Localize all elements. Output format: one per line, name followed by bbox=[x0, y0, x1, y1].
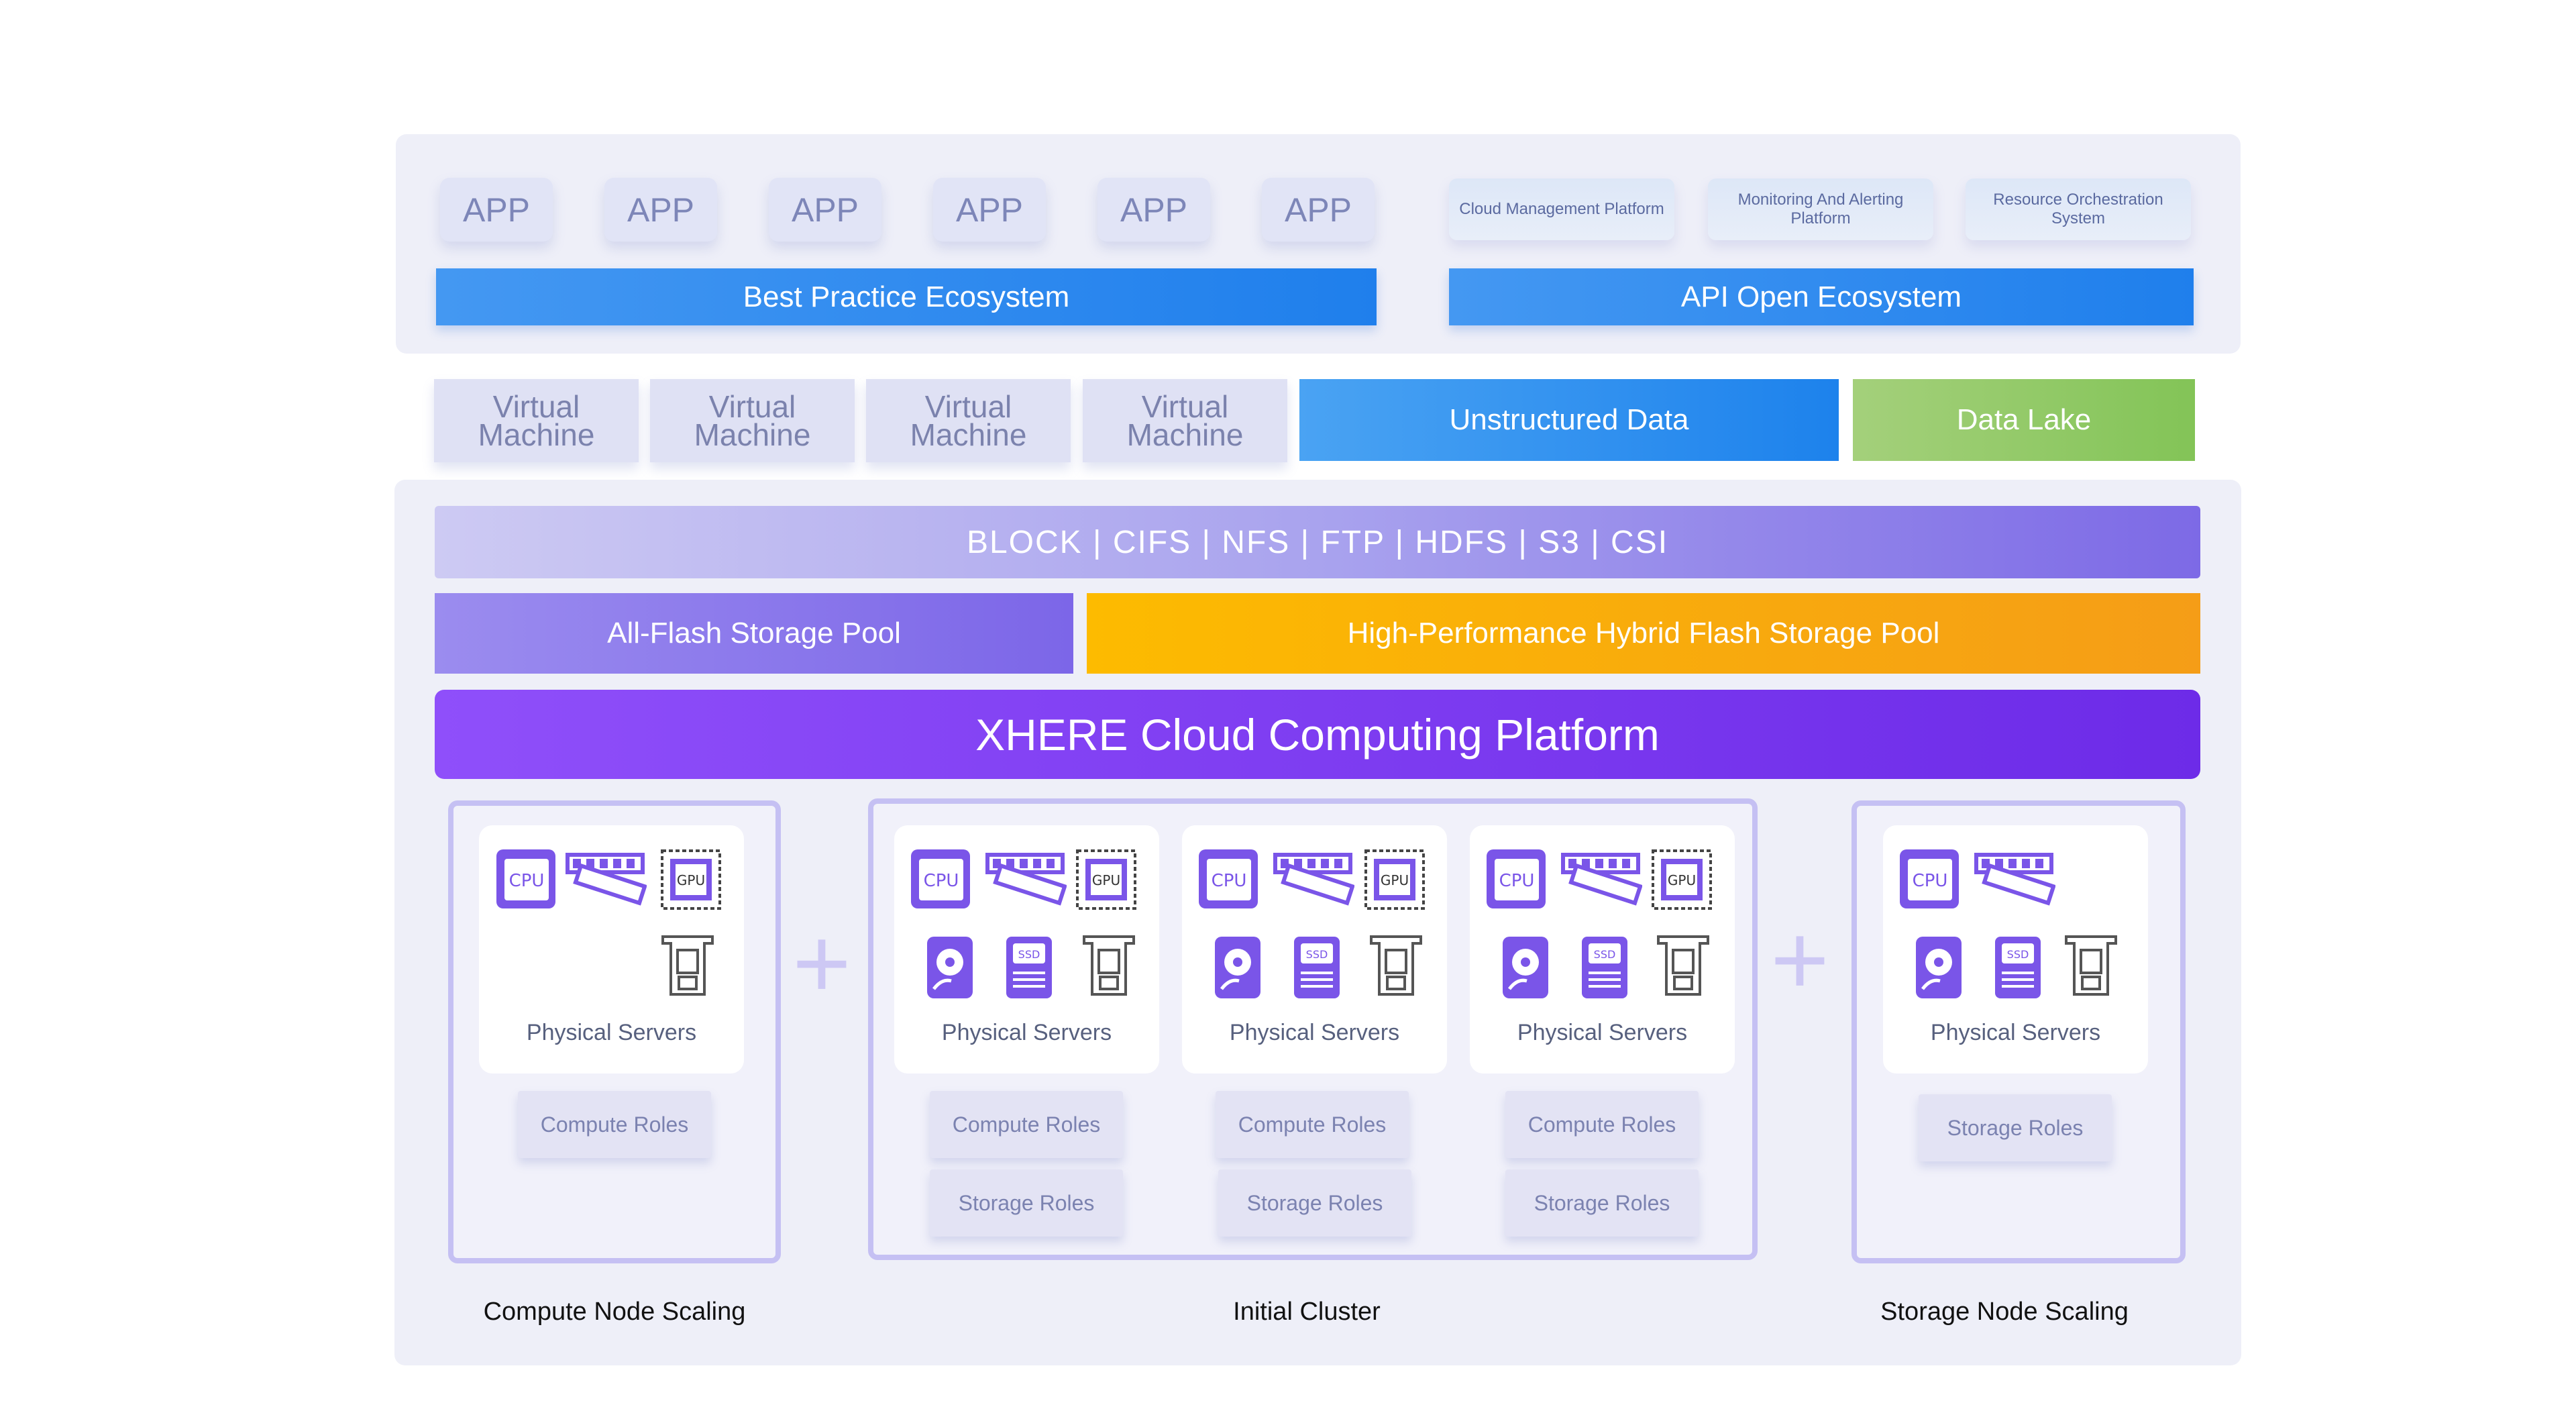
ram-icon bbox=[1561, 853, 1642, 906]
network-card-icon bbox=[661, 935, 714, 996]
network-card-icon bbox=[1657, 935, 1709, 996]
api-open-ecosystem-bar: API Open Ecosystem bbox=[1449, 268, 2194, 325]
compute-roles-box: Compute Roles bbox=[1505, 1091, 1699, 1158]
ram-icon bbox=[566, 853, 647, 906]
app-box-4: APP bbox=[933, 178, 1046, 242]
storage-roles-box: Storage Roles bbox=[1505, 1169, 1699, 1237]
best-practice-ecosystem-bar: Best Practice Ecosystem bbox=[436, 268, 1377, 325]
storage-node-scaling-caption: Storage Node Scaling bbox=[1880, 1298, 2129, 1326]
data-lake-box: Data Lake bbox=[1853, 379, 2195, 461]
svg-text:CPU: CPU bbox=[509, 871, 545, 891]
gpu-icon: GPU bbox=[1364, 849, 1425, 910]
ssd-icon: SSD bbox=[1582, 937, 1627, 998]
hdd-icon bbox=[927, 937, 973, 998]
app-box-6: APP bbox=[1262, 178, 1375, 242]
ram-icon bbox=[985, 853, 1067, 906]
svg-text:CPU: CPU bbox=[1913, 871, 1948, 891]
cpu-icon: CPU bbox=[496, 849, 555, 908]
app-box-1: APP bbox=[440, 178, 553, 242]
server-label: Physical Servers bbox=[1930, 1020, 2101, 1045]
initial-cluster-caption: Initial Cluster bbox=[1233, 1298, 1381, 1326]
all-flash-storage-pool: All-Flash Storage Pool bbox=[435, 593, 1073, 674]
resource-orchestration-system-box: Resource Orchestration System bbox=[1966, 178, 2191, 240]
gpu-icon: GPU bbox=[1076, 849, 1136, 910]
cpu-icon: CPU bbox=[1487, 849, 1546, 908]
gpu-icon: GPU bbox=[661, 849, 721, 910]
ram-icon bbox=[1974, 853, 2055, 906]
server-label: Physical Servers bbox=[1229, 1020, 1400, 1045]
compute-roles-box: Compute Roles bbox=[930, 1091, 1123, 1158]
svg-text:GPU: GPU bbox=[677, 872, 705, 888]
svg-text:CPU: CPU bbox=[1499, 871, 1535, 891]
app-box-5: APP bbox=[1097, 178, 1210, 242]
compute-node-scaling-caption: Compute Node Scaling bbox=[483, 1298, 746, 1326]
network-card-icon bbox=[1370, 935, 1422, 996]
ssd-icon: SSD bbox=[1995, 937, 2041, 998]
server-label: Physical Servers bbox=[1517, 1020, 1688, 1045]
ssd-icon: SSD bbox=[1006, 937, 1052, 998]
server-label: Physical Servers bbox=[526, 1020, 697, 1045]
hybrid-flash-storage-pool: High-Performance Hybrid Flash Storage Po… bbox=[1087, 593, 2200, 674]
cloud-management-platform-box: Cloud Management Platform bbox=[1449, 178, 1674, 240]
plus-sign-right: + bbox=[1770, 903, 1829, 1016]
cpu-icon: CPU bbox=[1900, 849, 1959, 908]
svg-text:SSD: SSD bbox=[1018, 948, 1040, 961]
monitoring-alerting-platform-box: Monitoring And Alerting Platform bbox=[1708, 178, 1933, 240]
storage-roles-box: Storage Roles bbox=[1218, 1169, 1411, 1237]
app-box-3: APP bbox=[769, 178, 881, 242]
svg-text:GPU: GPU bbox=[1381, 872, 1409, 888]
plus-sign-left: + bbox=[792, 906, 851, 1019]
svg-text:GPU: GPU bbox=[1092, 872, 1120, 888]
virtual-machine-box-4: Virtual Machine bbox=[1083, 379, 1287, 462]
virtual-machine-box-1: Virtual Machine bbox=[434, 379, 639, 462]
svg-text:CPU: CPU bbox=[924, 871, 959, 891]
protocol-bar: BLOCK | CIFS | NFS | FTP | HDFS | S3 | C… bbox=[435, 506, 2200, 578]
hdd-icon bbox=[1503, 937, 1548, 998]
compute-roles-box: Compute Roles bbox=[1216, 1091, 1409, 1158]
svg-text:CPU: CPU bbox=[1212, 871, 1247, 891]
svg-text:GPU: GPU bbox=[1668, 872, 1696, 888]
virtual-machine-box-3: Virtual Machine bbox=[866, 379, 1071, 462]
storage-roles-box: Storage Roles bbox=[1919, 1094, 2112, 1161]
hdd-icon bbox=[1215, 937, 1260, 998]
svg-text:SSD: SSD bbox=[1594, 948, 1616, 961]
unstructured-data-box: Unstructured Data bbox=[1299, 379, 1839, 461]
cpu-icon: CPU bbox=[1199, 849, 1258, 908]
network-card-icon bbox=[1083, 935, 1135, 996]
network-card-icon bbox=[2065, 935, 2117, 996]
server-label: Physical Servers bbox=[941, 1020, 1112, 1045]
ram-icon bbox=[1273, 853, 1354, 906]
compute-roles-box: Compute Roles bbox=[518, 1091, 711, 1158]
app-box-2: APP bbox=[604, 178, 717, 242]
svg-text:SSD: SSD bbox=[1306, 948, 1328, 961]
storage-roles-box: Storage Roles bbox=[930, 1169, 1123, 1237]
xhere-cloud-computing-platform: XHERE Cloud Computing Platform bbox=[435, 690, 2200, 779]
virtual-machine-box-2: Virtual Machine bbox=[650, 379, 855, 462]
gpu-icon: GPU bbox=[1652, 849, 1712, 910]
svg-text:SSD: SSD bbox=[2007, 948, 2029, 961]
ssd-icon: SSD bbox=[1294, 937, 1340, 998]
hdd-icon bbox=[1916, 937, 1962, 998]
cpu-icon: CPU bbox=[911, 849, 970, 908]
